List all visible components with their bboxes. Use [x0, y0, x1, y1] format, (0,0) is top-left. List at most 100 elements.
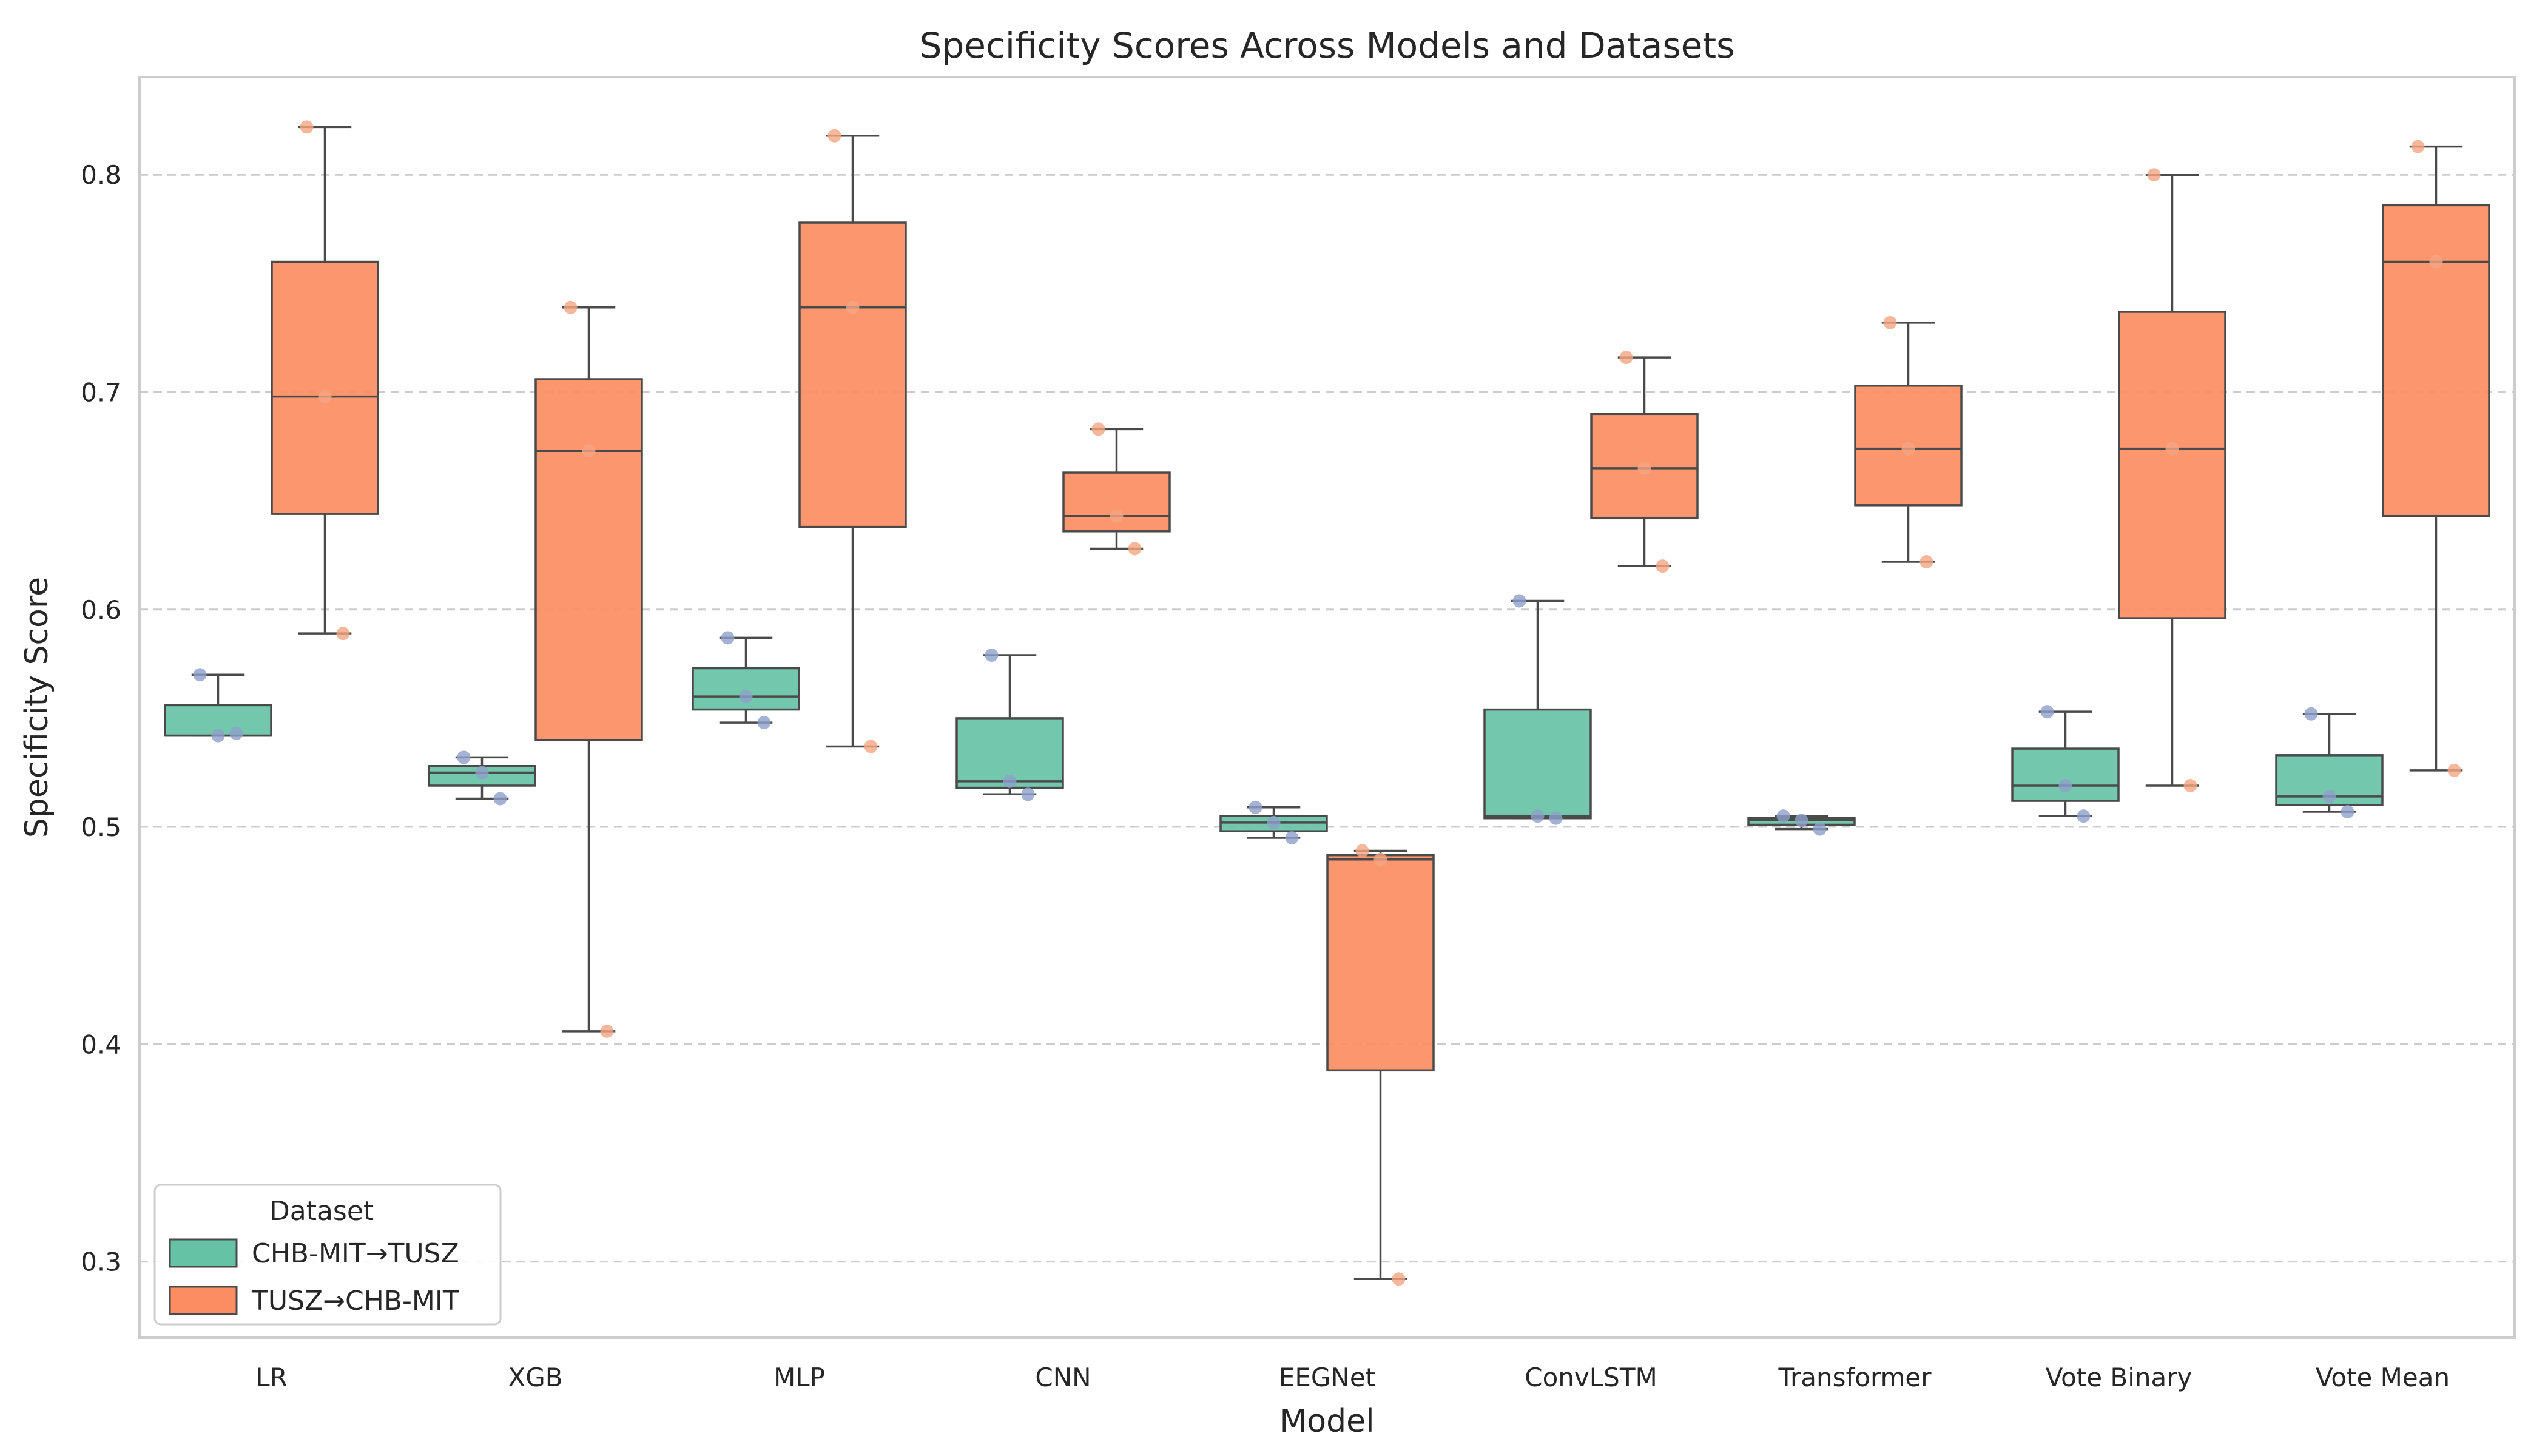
y-axis-label: Specificity Score — [19, 577, 55, 838]
data-point — [2183, 778, 2197, 792]
y-tick-label: 0.5 — [81, 812, 121, 842]
data-point — [2411, 140, 2425, 153]
x-tick-label: EEGNet — [1279, 1363, 1375, 1392]
data-point — [1249, 800, 1262, 814]
data-point — [2304, 707, 2318, 721]
data-point — [1549, 811, 1563, 825]
y-tick-label: 0.8 — [81, 160, 121, 190]
data-point — [229, 726, 243, 740]
legend: Dataset CHB-MIT→TUSZ TUSZ→CHB-MIT — [153, 1184, 502, 1326]
data-point — [1656, 559, 1670, 573]
iqr-box — [534, 378, 643, 741]
data-point — [1021, 787, 1035, 801]
y-tick-label: 0.3 — [81, 1247, 121, 1277]
legend-label: CHB-MIT→TUSZ — [252, 1238, 459, 1269]
data-point — [1128, 542, 1142, 556]
data-point — [1919, 554, 1933, 568]
iqr-box — [692, 667, 800, 711]
data-point — [300, 120, 314, 134]
data-point — [582, 444, 596, 458]
iqr-box — [798, 221, 907, 528]
data-point — [1373, 852, 1387, 866]
data-point — [2165, 442, 2179, 456]
iqr-box — [2011, 747, 2120, 802]
data-point — [827, 129, 841, 143]
x-tick-label: CNN — [1035, 1363, 1091, 1392]
x-tick-label: Vote Mean — [2316, 1363, 2450, 1392]
data-point — [2322, 789, 2336, 803]
y-tick-label: 0.6 — [81, 595, 121, 625]
box-1-0 — [271, 126, 379, 635]
x-tick-label: Vote Binary — [2046, 1363, 2192, 1392]
data-point — [1355, 844, 1369, 858]
iqr-box — [1483, 708, 1592, 820]
legend-label: TUSZ→CHB-MIT — [251, 1286, 459, 1316]
chart-title: Specificity Scores Across Models and Dat… — [920, 25, 1735, 66]
data-point — [1110, 509, 1124, 523]
data-point — [1531, 809, 1545, 823]
x-tick-label: LR — [255, 1363, 288, 1392]
y-tick-label: 0.4 — [81, 1030, 121, 1059]
data-points — [193, 120, 2461, 1286]
iqr-box — [2382, 204, 2490, 517]
data-point — [211, 729, 225, 743]
data-point — [600, 1024, 614, 1038]
iqr-box — [271, 260, 379, 515]
box-1-7 — [2118, 174, 2226, 787]
data-point — [2429, 255, 2443, 269]
box-1-2 — [798, 134, 907, 748]
data-point — [493, 792, 507, 806]
box-1-1 — [534, 306, 643, 1033]
data-point — [457, 750, 471, 764]
data-point — [985, 649, 999, 662]
data-point — [1512, 594, 1526, 608]
y-tick-label: 0.7 — [81, 378, 121, 408]
data-point — [564, 300, 578, 314]
data-point — [318, 389, 332, 403]
data-point — [1776, 809, 1790, 823]
data-point — [1285, 831, 1299, 844]
data-point — [1901, 442, 1915, 456]
data-point — [2077, 809, 2091, 823]
legend-swatch — [169, 1286, 238, 1315]
data-point — [2147, 168, 2161, 182]
data-point — [1883, 315, 1897, 329]
data-point — [2040, 705, 2054, 719]
data-point — [1392, 1272, 1406, 1286]
data-point — [1637, 461, 1651, 475]
data-point — [864, 740, 878, 753]
box-1-8 — [2382, 145, 2490, 772]
data-point — [336, 627, 350, 641]
data-point — [846, 300, 860, 314]
data-point — [1091, 422, 1105, 436]
data-point — [739, 690, 753, 704]
x-tick-label: ConvLSTM — [1525, 1363, 1657, 1392]
plot-frame — [138, 76, 2516, 1339]
legend-title: Dataset — [269, 1196, 374, 1227]
x-tick-label: XGB — [508, 1363, 562, 1392]
data-point — [757, 716, 771, 730]
data-point — [1619, 351, 1633, 365]
data-point — [2341, 804, 2354, 818]
iqr-box — [2118, 311, 2226, 619]
data-point — [1003, 774, 1017, 788]
legend-frame — [153, 1184, 502, 1326]
data-point — [2447, 763, 2461, 777]
data-point — [1267, 815, 1281, 829]
legend-swatch — [169, 1238, 238, 1268]
iqr-box — [1326, 854, 1435, 1072]
data-point — [2058, 778, 2072, 792]
x-tick-label: Transformer — [1778, 1363, 1932, 1392]
data-point — [193, 668, 207, 682]
legend-items: CHB-MIT→TUSZ TUSZ→CHB-MIT — [169, 1238, 459, 1316]
box-0-5 — [1483, 599, 1592, 820]
x-axis-label: Model — [1279, 1403, 1374, 1440]
data-point — [475, 766, 489, 780]
data-point — [721, 631, 735, 645]
data-point — [1813, 822, 1827, 836]
box-0-7 — [2011, 710, 2120, 817]
data-point — [1795, 814, 1808, 827]
